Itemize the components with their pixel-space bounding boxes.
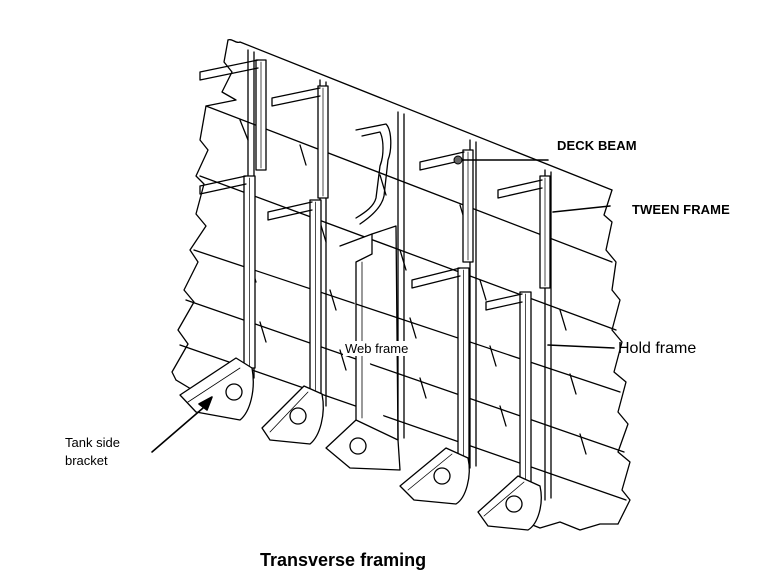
leader-lines: [151, 155, 615, 453]
web-frame-label: Web frame: [343, 341, 411, 356]
tween-frame-leader: [552, 205, 611, 213]
frame-column-2: [261, 85, 329, 445]
tween-frame-label: TWEEN FRAME: [632, 202, 730, 217]
tank-side-bracket-label-line1: Tank side: [65, 435, 120, 450]
figure-caption: Transverse framing: [260, 550, 427, 570]
tank-side-bracket-leader: [151, 401, 211, 453]
frame-column-1: [179, 59, 267, 421]
deck-beam-label: DECK BEAM: [557, 138, 637, 153]
frame-column-5: [477, 175, 551, 531]
frame-column-4: [399, 149, 474, 505]
tank-side-bracket-label-line2: bracket: [65, 453, 108, 468]
hold-frame-leader: [547, 344, 615, 349]
hold-frame-label: Hold frame: [618, 340, 697, 357]
shell-plating: [171, 38, 631, 531]
web-frame: [325, 123, 401, 471]
